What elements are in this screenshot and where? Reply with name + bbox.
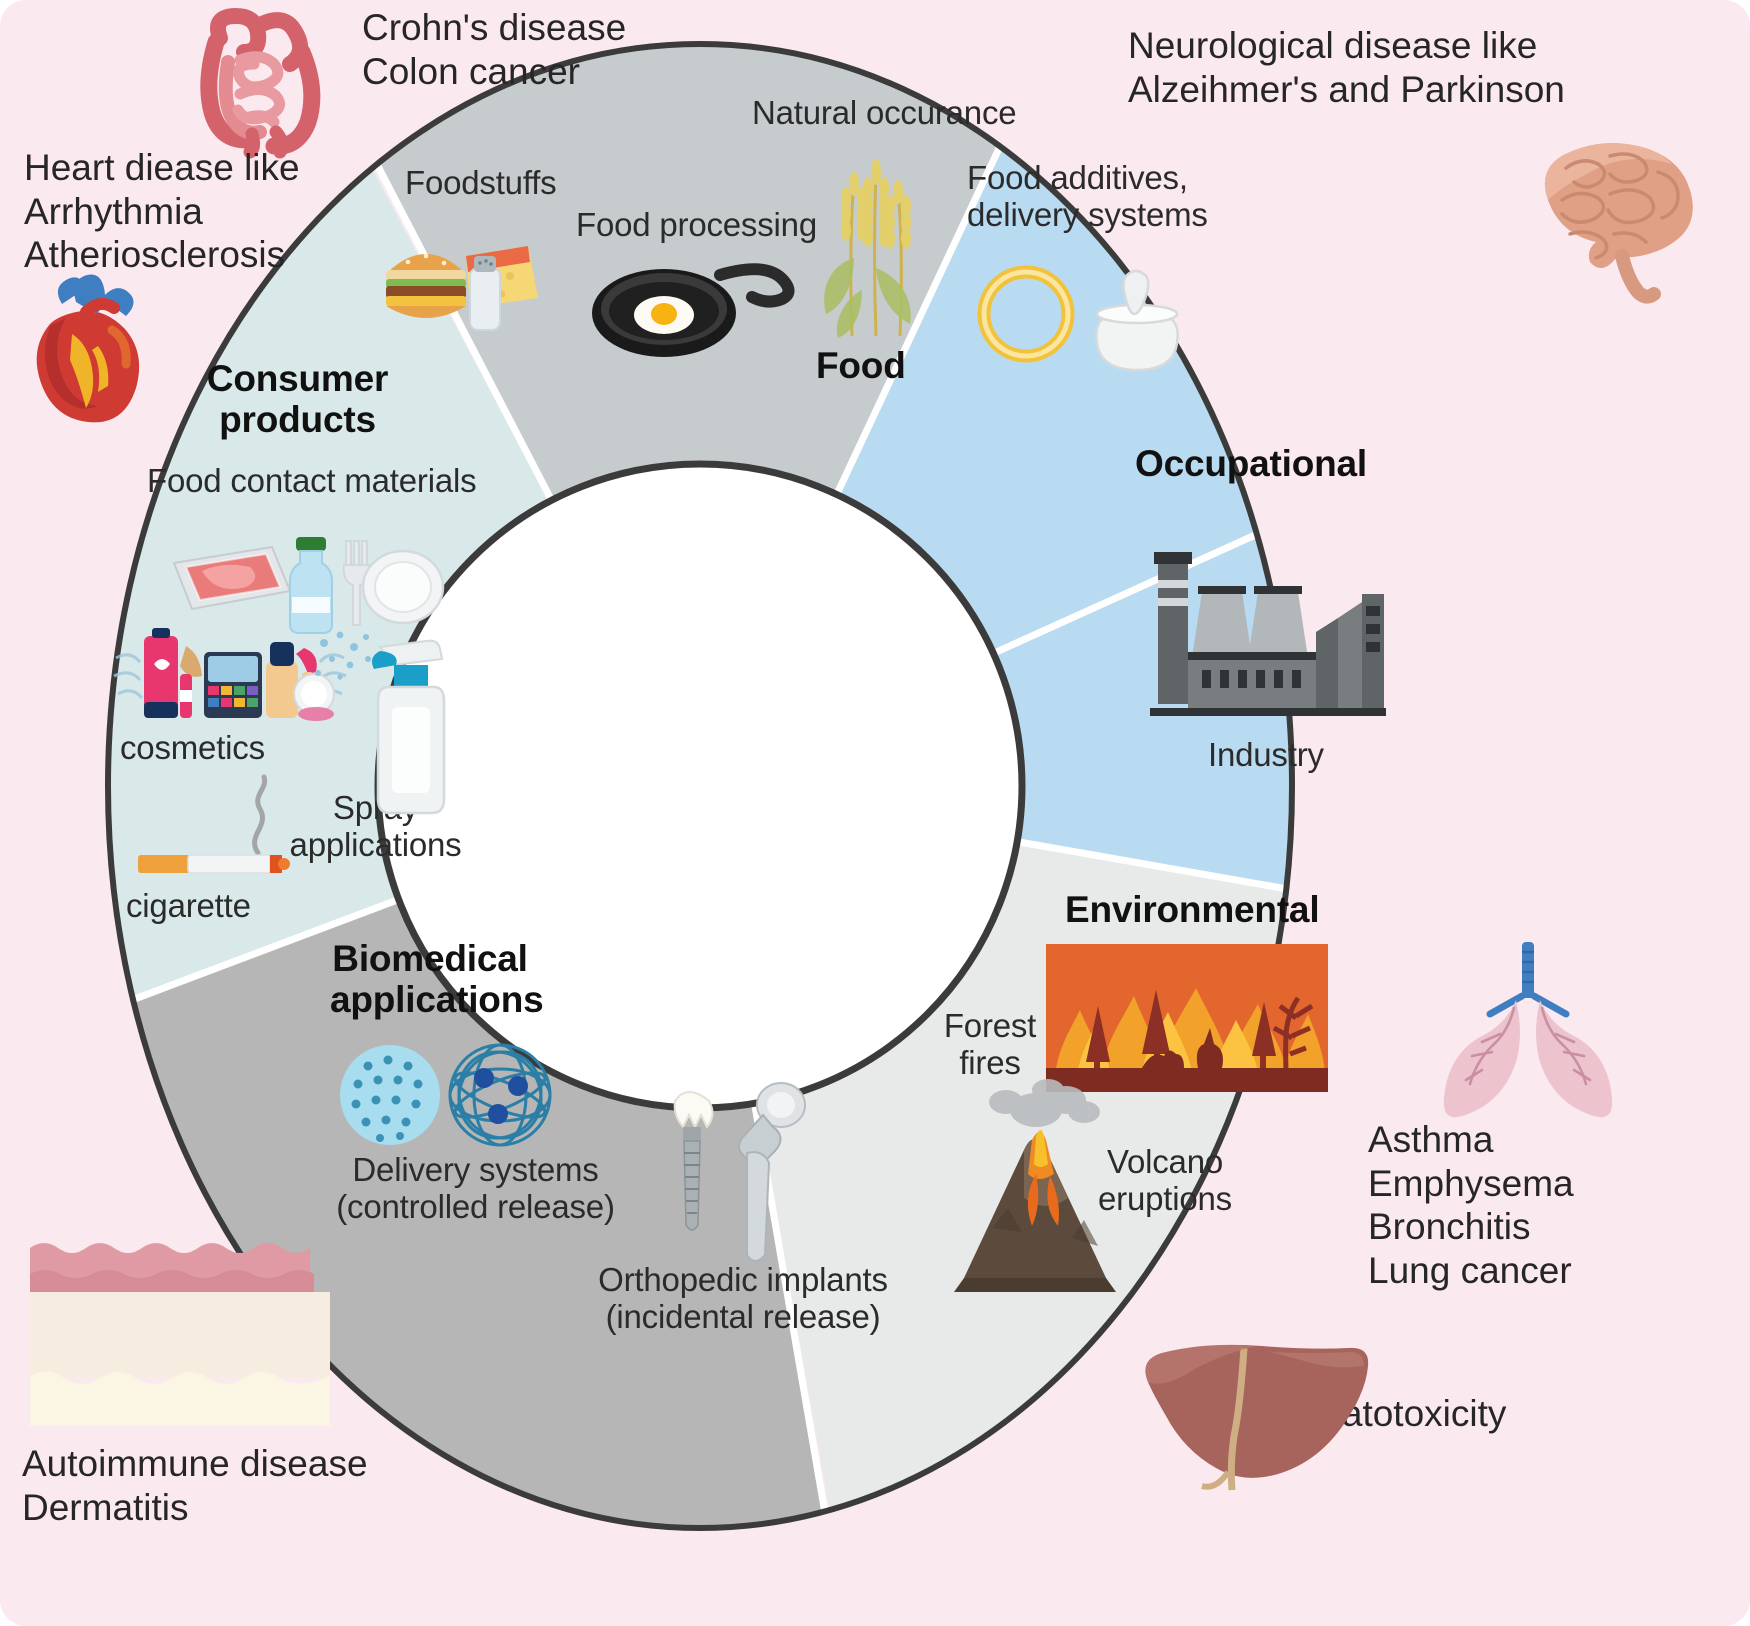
volcano-icon [932,1078,1162,1293]
health-effect-dermal: Autoimmune disease Dermatitis [22,1443,368,1528]
item-label-orthopedic-implants: Orthopedic implants (incidental release) [598,1261,888,1335]
sector-title-occupational: Occupational [1135,443,1367,484]
cigarette-icon [128,774,328,885]
wheat-icon [810,140,940,340]
sector-title-environmental: Environmental [1065,889,1320,930]
item-label-forest-fires: Forest fires [943,1007,1037,1081]
liver-icon [1130,1330,1370,1510]
item-label-industry: Industry [1208,736,1324,773]
dental-hip-implant-icon [655,1075,835,1270]
heart-icon [16,268,156,428]
burger-cheese-salt-icon [378,222,568,342]
item-label-volcano-eruptions: Volcano eruptions [1098,1143,1232,1217]
item-label-foodstuffs: Foodstuffs [405,164,557,201]
intestine-icon [192,7,342,159]
item-label-food-contact-materials: Food contact materials [147,462,477,499]
item-label-cigarette: cigarette [126,887,251,924]
frying-pan-egg-icon [592,253,812,363]
item-label-delivery-systems: Delivery systems (controlled release) [336,1151,615,1225]
cosmetics-icon [108,618,368,736]
brain-icon [1518,128,1718,304]
health-effect-cardiac: Heart diease like Arrhythmia Atherioscle… [24,147,300,276]
lungs-icon [1428,938,1628,1118]
sector-title-biomedical: Biomedical applications [330,938,544,1021]
nanoparticle-carriers-icon [338,1040,568,1152]
factory-icon [1136,548,1386,726]
meat-tray-bottle-plate-icon [168,505,448,640]
wheel-outline [105,41,1295,1531]
sector-title-food: Food [816,345,906,386]
skin-layers-icon [30,1226,330,1426]
sector-title-consumer-products: Consumer products [206,358,389,441]
mortar-pestle-icon [977,262,1188,382]
item-label-food-additives: Food additives, delivery systems [967,159,1208,233]
health-effect-pulmonary: Asthma Emphysema Bronchitis Lung cancer [1368,1119,1574,1291]
health-effect-neuro: Neurological disease like Alzeihmer's an… [1128,25,1565,110]
item-label-food-processing: Food processing [576,206,817,243]
item-label-cosmetics: cosmetics [120,729,265,766]
forest-fire-icon [1046,944,1328,1092]
spray-bottle-icon [310,625,460,825]
health-effect-gi: Crohn's disease Colon cancer [362,7,627,92]
item-label-natural-occurance: Natural occurance [752,94,1017,131]
